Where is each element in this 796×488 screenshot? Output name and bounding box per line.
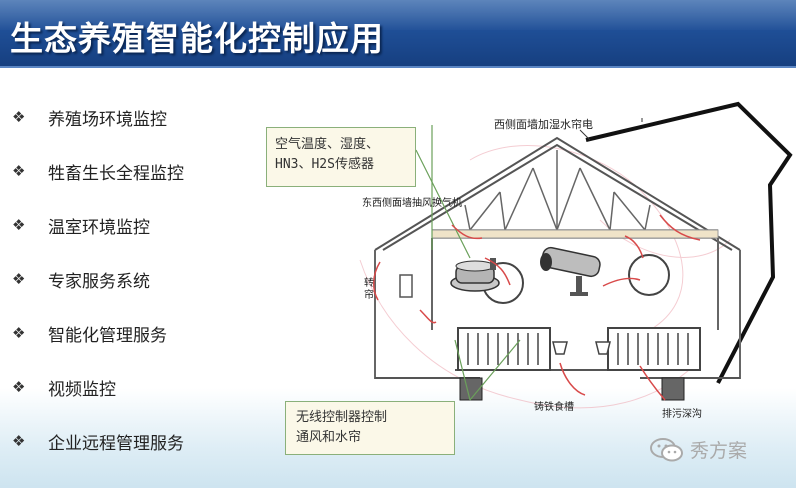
barn-floor <box>375 369 740 379</box>
diamond-bullet-icon: ❖ <box>12 378 26 396</box>
pen-right <box>607 327 701 371</box>
label-curtain: 转 帘 <box>364 278 376 302</box>
callout-sensors-line-1: 空气温度、湿度、 <box>275 137 380 152</box>
title-banner: 生态养殖智能化控制应用 <box>0 0 796 68</box>
page-title: 生态养殖智能化控制应用 <box>10 19 384 58</box>
callout-controller: 无线控制器控制 通风和水帘 <box>285 401 455 455</box>
list-item: ❖ 温室环境监控 <box>12 198 272 252</box>
callout-sensors: 空气温度、湿度、 HN3、H2S传感器 <box>266 127 416 187</box>
sensor-icon <box>450 258 500 292</box>
list-item: ❖ 视频监控 <box>12 360 272 414</box>
side-curtain-box <box>399 274 413 298</box>
vent-window-right <box>628 254 670 296</box>
label-curtain-line-2: 帘 <box>364 290 374 301</box>
diamond-bullet-icon: ❖ <box>12 324 26 342</box>
list-item-label: 智能化管理服务 <box>48 325 167 346</box>
callout-leaders <box>415 125 521 401</box>
callout-controller-line-2: 通风和水帘 <box>296 430 362 445</box>
list-item: ❖ 专家服务系统 <box>12 252 272 306</box>
barn-diagram <box>359 101 793 409</box>
list-item: ❖ 企业远程管理服务 <box>12 414 272 468</box>
diamond-bullet-icon: ❖ <box>12 270 26 288</box>
watermark: 秀方案 <box>650 436 747 463</box>
list-item-label: 养殖场环境监控 <box>48 109 167 130</box>
watermark-text: 秀方案 <box>690 440 748 462</box>
list-item-label: 温室环境监控 <box>48 217 150 238</box>
list-item-label: 专家服务系统 <box>48 271 150 292</box>
diamond-bullet-icon: ❖ <box>12 216 26 234</box>
camera-icon <box>540 246 601 296</box>
diamond-bullet-icon: ❖ <box>12 162 26 180</box>
diamond-bullet-icon: ❖ <box>12 432 26 450</box>
list-item: ❖ 智能化管理服务 <box>12 306 272 360</box>
airflow-arrows <box>373 214 701 401</box>
diamond-bullet-icon: ❖ <box>12 108 26 126</box>
list-item: ❖ 养殖场环境监控 <box>12 90 272 144</box>
label-trough: 铸铁食槽 <box>534 402 574 413</box>
label-west-wall: 西侧面墙加湿水帘电 <box>494 118 593 131</box>
barn-roof <box>374 136 741 251</box>
feature-list: ❖ 养殖场环境监控 ❖ 牲畜生长全程监控 ❖ 温室环境监控 ❖ 专家服务系统 ❖ 智能化管… <box>12 90 272 468</box>
roof-outline <box>585 101 793 384</box>
drain-right <box>661 377 685 401</box>
feed-bucket-right <box>595 341 611 355</box>
pen-left <box>457 327 551 371</box>
label-curtain-line-1: 转 <box>364 278 374 289</box>
label-fan: 东西侧面墙抽风换气机 <box>362 198 462 209</box>
label-leaders <box>579 118 643 141</box>
ceiling-beam <box>431 229 719 239</box>
label-drain: 排污深沟 <box>662 409 702 420</box>
list-item-label: 企业远程管理服务 <box>48 433 184 454</box>
callout-sensors-line-2: HN3、H2S传感器 <box>275 157 374 172</box>
list-item-label: 视频监控 <box>48 379 116 400</box>
list-item-label: 牲畜生长全程监控 <box>48 163 184 184</box>
feed-bucket-left <box>552 341 568 355</box>
callout-controller-line-1: 无线控制器控制 <box>296 410 388 425</box>
title-gloss <box>0 0 796 30</box>
list-item: ❖ 牲畜生长全程监控 <box>12 144 272 198</box>
wechat-icon <box>650 437 683 461</box>
